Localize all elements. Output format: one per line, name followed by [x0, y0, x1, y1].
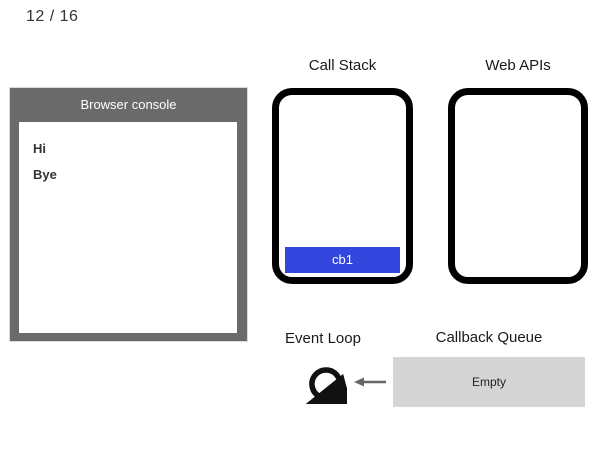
callback-queue-status: Empty: [471, 375, 506, 389]
browser-console: Browser console Hi Bye: [9, 87, 248, 342]
console-log-line: Bye: [33, 167, 57, 182]
stack-frame-cb1: cb1: [285, 247, 400, 273]
loop-circular-arrow-icon: [305, 367, 347, 404]
web-apis-box: [448, 88, 588, 284]
callback-queue-box: Empty: [393, 357, 585, 407]
call-stack-box: cb1: [272, 88, 413, 284]
web-apis-label: Web APIs: [485, 57, 551, 74]
console-log-line: Hi: [33, 141, 46, 156]
browser-console-output: Hi Bye: [19, 122, 237, 333]
browser-console-title: Browser console: [80, 97, 177, 112]
queue-to-loop-arrow-icon: [354, 377, 386, 387]
callback-queue-label: Callback Queue: [435, 329, 543, 346]
slide-counter: 12 / 16: [26, 8, 79, 25]
call-stack-label: Call Stack: [308, 57, 377, 74]
event-loop-label: Event Loop: [285, 330, 361, 347]
